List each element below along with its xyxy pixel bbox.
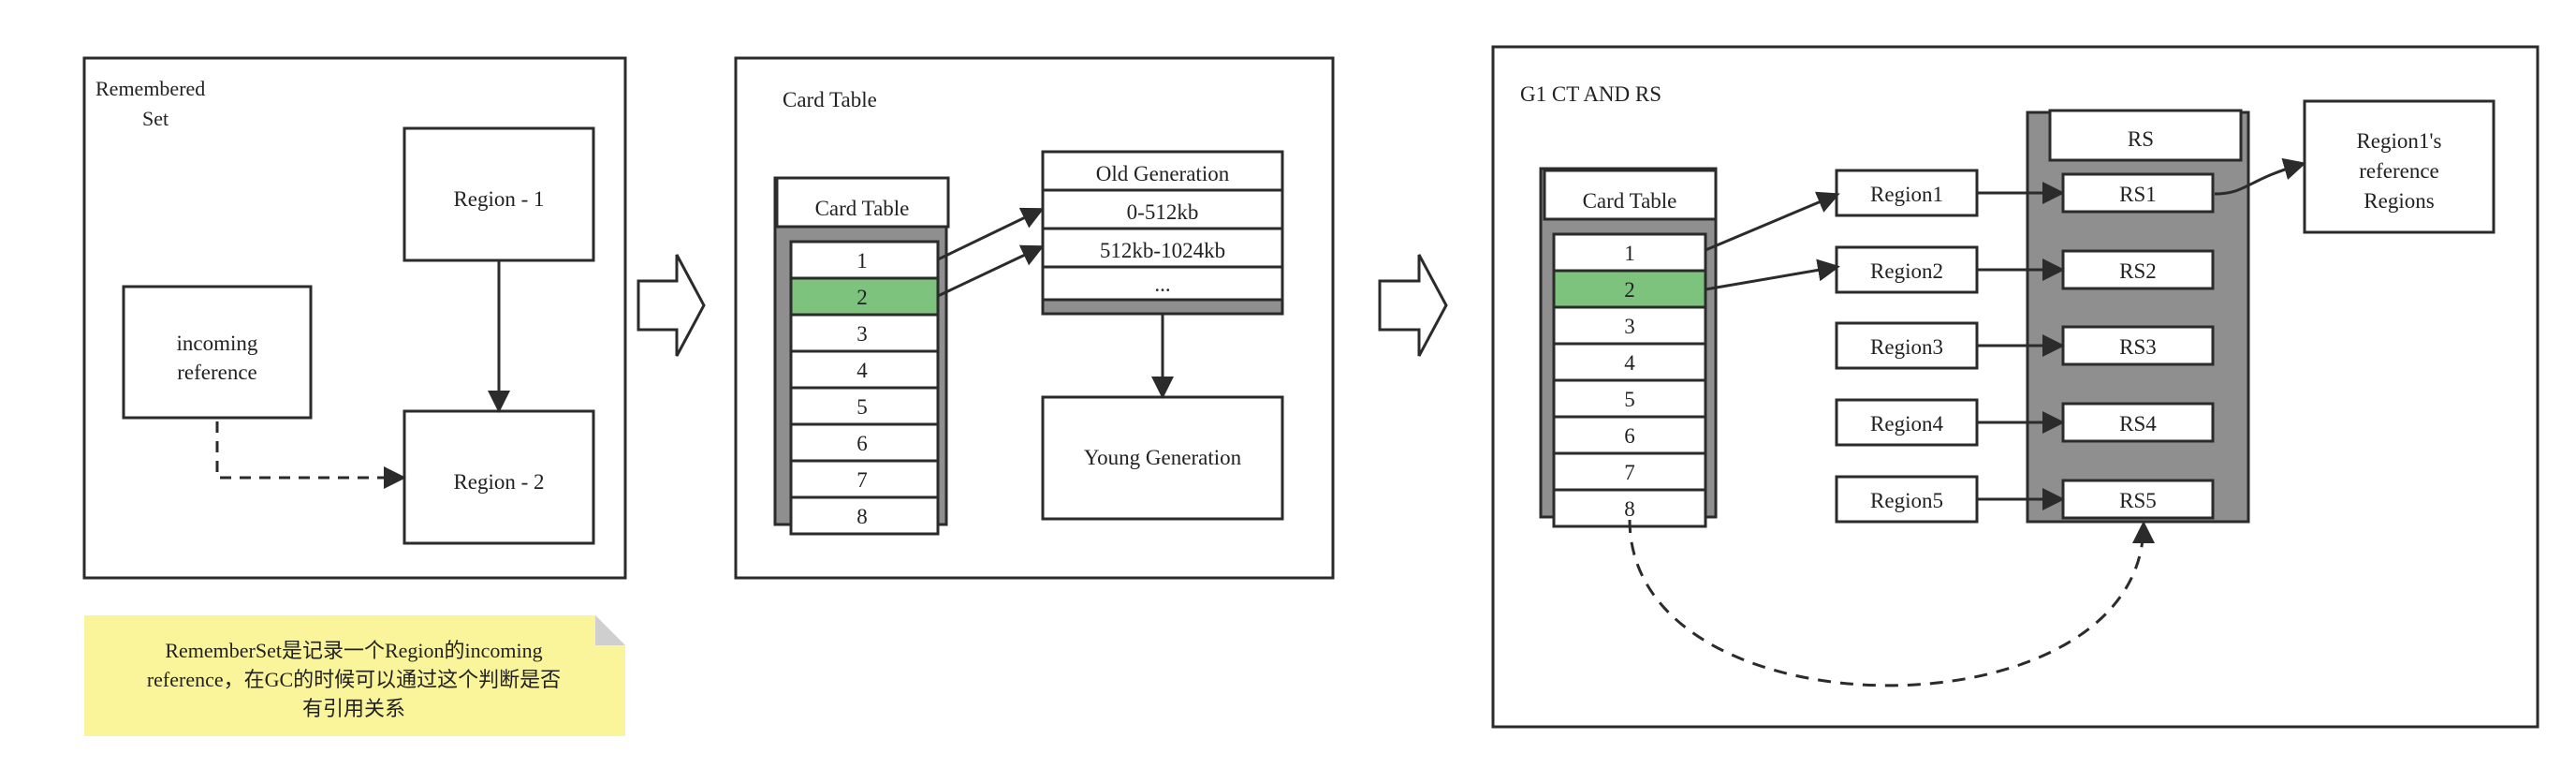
rs-box-2 (2061, 249, 2215, 290)
card-table-cell-label: 2 (856, 286, 868, 309)
panel-g1-ct-rs: G1 CT AND RS Card Table 1 2 3 4 5 6 7 8 RS Regi… (1491, 45, 2539, 729)
note-text-line3: 有引用关系 (302, 697, 405, 720)
rs-label-2: RS2 (2119, 259, 2157, 283)
region-label-2: Region2 (1870, 259, 1943, 283)
note-fold-corner (595, 615, 625, 645)
old-generation-row-2: 512kb-1024kb (1100, 239, 1225, 262)
note-sticky: RememberSet是记录一个Region的incoming referenc… (84, 615, 625, 736)
g1-card-table-header-label: Card Table (1583, 189, 1677, 213)
card-table-header-label: Card Table (815, 197, 910, 220)
arrow-card1-to-region1 (1705, 191, 1840, 252)
card-table-cells: 1 2 3 4 5 6 7 8 (789, 240, 940, 536)
incoming-reference-label-line1: incoming (177, 332, 258, 355)
note-text-line2: reference，在GC的时候可以通过这个判断是否 (147, 668, 561, 691)
ref-regions-line2: reference (2359, 159, 2439, 183)
card-table-cell-label: 7 (856, 468, 868, 492)
rs-label-4: RS4 (2119, 412, 2157, 436)
note-text-line1: RememberSet是记录一个Region的incoming (165, 639, 542, 662)
card-table-cell (789, 349, 940, 390)
arrow-rs1-to-reference-regions (2214, 157, 2306, 196)
card-table-cell (789, 459, 940, 499)
g1-card-table-cell-label: 1 (1624, 242, 1635, 265)
young-generation-label: Young Generation (1084, 446, 1242, 469)
card-table-header: Card Table (775, 176, 950, 229)
rs-box-3 (2061, 325, 2215, 366)
region-1-label: Region - 1 (453, 187, 544, 211)
g1-card-table-cell-label: 8 (1624, 497, 1635, 521)
card-table-cell-label: 5 (856, 395, 868, 419)
g1-card-table-header: Card Table (1543, 169, 1718, 221)
g1-card-table-cells: 1 2 3 4 5 6 7 8 (1552, 232, 1707, 528)
g1-card-table-cell (1552, 342, 1707, 382)
region-label-4: Region4 (1870, 412, 1943, 436)
g1-card-table-cell-label: 6 (1624, 424, 1635, 448)
rs-box-5 (2061, 479, 2215, 520)
region1-reference-regions-box: Region1's reference Regions (2303, 99, 2496, 234)
arrow-card1-to-oldgen-row1 (937, 207, 1045, 261)
region-2-box: Region - 2 (402, 409, 595, 545)
card-table-cell-label: 8 (856, 505, 868, 528)
card-table-cell-label: 1 (856, 249, 868, 273)
card-table-cell-label: 4 (856, 359, 868, 382)
panel-card-table: Card Table Card Table 1 2 3 4 5 6 7 8 Old Gener… (734, 56, 1335, 580)
incoming-reference-label-line2: reference (177, 361, 257, 384)
old-generation-title: Old Generation (1096, 162, 1230, 185)
g1-card-table-cell-label: 7 (1624, 461, 1635, 484)
card-table-cell (789, 276, 940, 317)
g1-card-table-cell-label: 5 (1624, 388, 1635, 411)
g1-card-table-cell-label: 2 (1624, 278, 1635, 302)
g1-card-table-cell (1552, 378, 1707, 419)
arrow-card2-to-oldgen-row2 (937, 244, 1045, 298)
old-generation-row-1: 0-512kb (1127, 200, 1199, 224)
ref-regions-line3: Regions (2364, 189, 2434, 213)
g1-card-table-cell-label: 3 (1624, 315, 1635, 338)
card-table-cell-label: 3 (856, 322, 868, 346)
panel-card-table-title: Card Table (783, 88, 877, 111)
rs-label-1: RS1 (2119, 183, 2157, 206)
arrow-card8-to-rs5-dashed (1628, 519, 2155, 687)
rs-label-3: RS3 (2119, 335, 2157, 359)
region-1-box: Region - 1 (402, 126, 595, 262)
panel-remembered-set-title-line1: Remembered (95, 77, 205, 100)
old-generation-block: Old Generation 0-512kb 512kb-1024kb ... (1041, 150, 1284, 316)
region-2-label: Region - 2 (453, 470, 544, 494)
region-label-3: Region3 (1870, 335, 1943, 359)
g1-card-table-cell (1552, 415, 1707, 455)
region-box-5 (1835, 475, 1979, 524)
g1-card-table-cell-label: 4 (1624, 351, 1635, 375)
rs-header-box: RS (2048, 109, 2243, 162)
panel-remembered-set-title-line2: Set (142, 107, 168, 130)
incoming-reference-box: incoming reference (122, 285, 313, 420)
region-box-1 (1835, 169, 1979, 217)
old-generation-row-3: ... (1154, 273, 1170, 296)
card-table-cell (789, 386, 940, 426)
region-box-3 (1835, 321, 1979, 370)
rs-header-label: RS (2128, 127, 2154, 151)
rs-label-5: RS5 (2119, 489, 2157, 512)
region-label-1: Region1 (1870, 183, 1943, 206)
region-label-5: Region5 (1870, 489, 1943, 512)
hollow-arrow-right-1 (637, 254, 706, 357)
rs-box-1 (2061, 172, 2215, 214)
panel-remembered-set: Remembered Set Region - 1 Region - 2 inc… (82, 56, 627, 580)
arrow-card2-to-region2 (1705, 259, 1840, 291)
g1-card-table-cell (1552, 269, 1707, 309)
panel-g1-ct-rs-title: G1 CT AND RS (1520, 82, 1661, 106)
ref-regions-line1: Region1's (2356, 129, 2441, 153)
card-table-cell-label: 6 (856, 432, 868, 455)
hollow-arrow-right-2 (1378, 254, 1448, 357)
card-table-cell (789, 240, 940, 280)
young-generation-box: Young Generation (1041, 395, 1284, 521)
arrow-incoming-to-region2-dashed (215, 421, 406, 489)
card-table-cell (789, 495, 940, 536)
rs-box-4 (2061, 402, 2215, 443)
